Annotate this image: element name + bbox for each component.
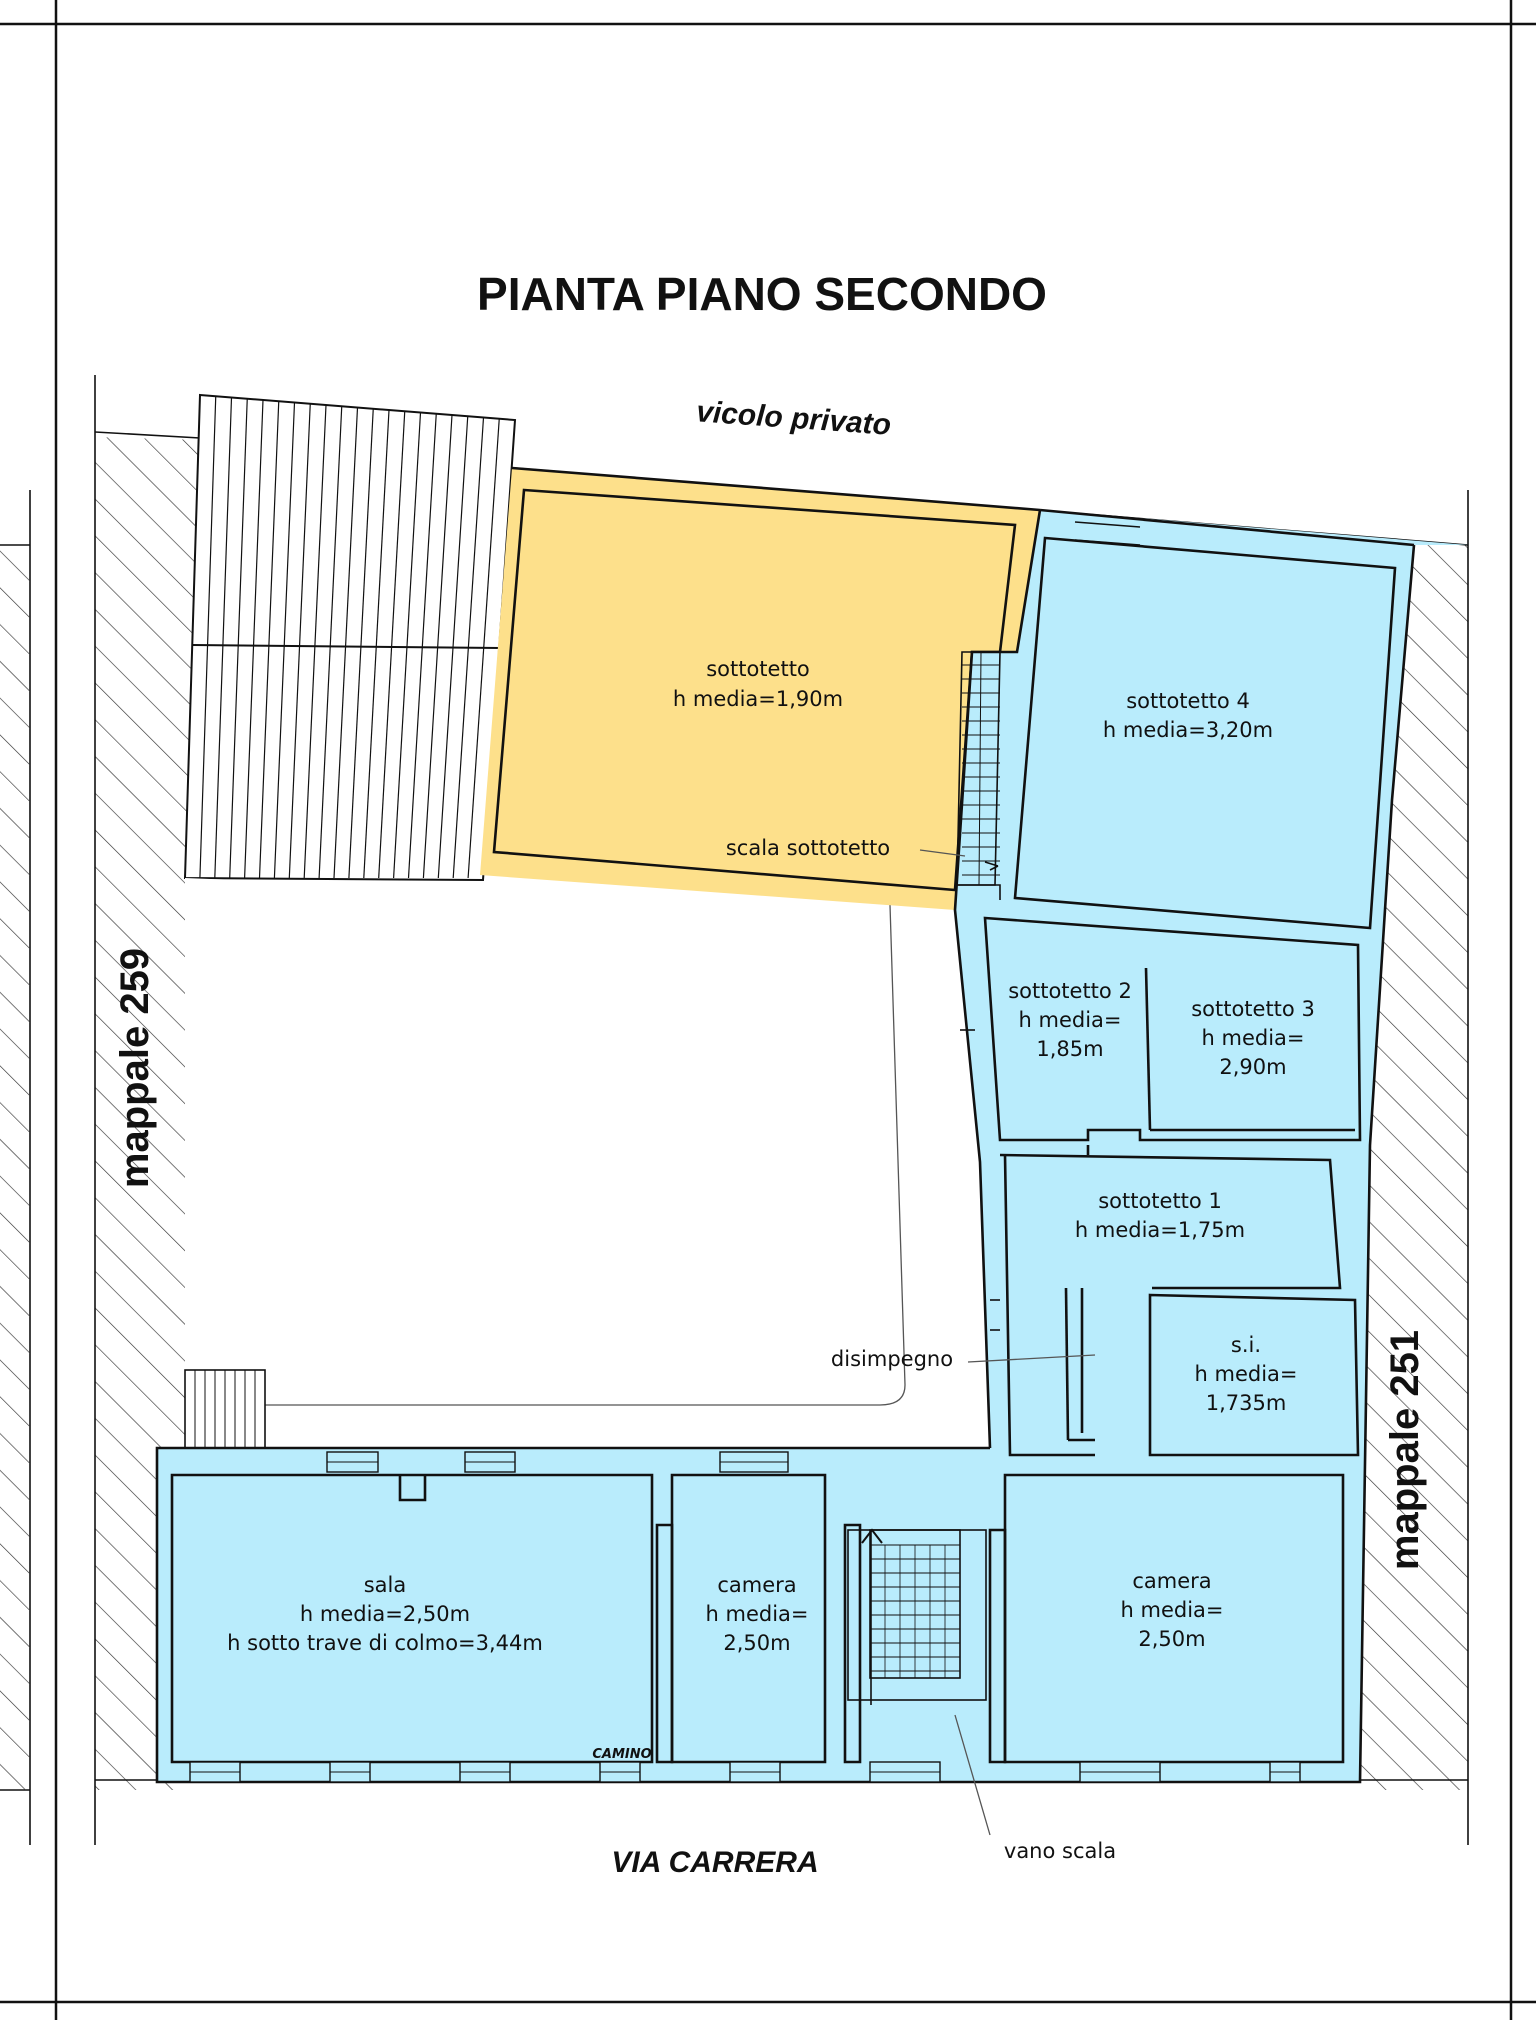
room-height: h media=: [1202, 1026, 1305, 1050]
labels: PIANTA PIANO SECONDO vicolo privato VIA …: [113, 268, 1427, 1879]
label-vano-scala: vano scala: [1004, 1839, 1116, 1863]
courtyard: [185, 878, 990, 1448]
room-name: sala: [364, 1573, 407, 1597]
courtyard-line: [265, 904, 906, 1406]
parcel-right-label: mappale 251: [1383, 1330, 1427, 1570]
room-height: h media=: [706, 1602, 809, 1626]
building: [155, 466, 1468, 1784]
north-windows: [326, 1451, 789, 1473]
leaders: [919, 849, 1096, 1836]
room-name: camera: [1132, 1569, 1211, 1593]
parcel-left-label: mappale 259: [113, 948, 157, 1188]
main-stair: [847, 1528, 987, 1705]
room-height: 1,85m: [1036, 1037, 1103, 1061]
room-name: sottotetto 3: [1191, 997, 1315, 1021]
arrow-head-icon: [984, 861, 999, 871]
room-ridge-height: h sotto trave di colmo=3,44m: [227, 1631, 543, 1655]
drawing-title: PIANTA PIANO SECONDO: [477, 268, 1047, 320]
room-height: h media=3,20m: [1103, 718, 1273, 742]
room-name: sottotetto: [706, 657, 810, 681]
room-height: 2,50m: [1138, 1627, 1205, 1651]
south-street-label: VIA CARRERA: [611, 1846, 818, 1879]
label-scala-sottotetto: scala sottotetto: [726, 836, 890, 860]
room-height: 1,735m: [1206, 1391, 1287, 1415]
room-height: h media=: [1195, 1362, 1298, 1386]
room-name: camera: [717, 1573, 796, 1597]
room-name: sottotetto 2: [1008, 979, 1132, 1003]
room-name: sottotetto 1: [1098, 1189, 1222, 1213]
striped-roof: [183, 393, 517, 882]
south-windows: [189, 1761, 1301, 1783]
label-camino: CAMINO: [592, 1747, 651, 1762]
room-height: 2,50m: [723, 1631, 790, 1655]
room-name: s.i.: [1231, 1333, 1261, 1357]
room-height: h media=2,50m: [300, 1602, 470, 1626]
room-height: h media=1,75m: [1075, 1218, 1245, 1242]
room-name: sottotetto 4: [1126, 689, 1250, 713]
room-height: h media=: [1019, 1008, 1122, 1032]
north-street-label: vicolo privato: [695, 395, 892, 442]
room-height: h media=: [1121, 1598, 1224, 1622]
label-disimpegno: disimpegno: [831, 1347, 953, 1371]
attic-stair: [956, 651, 1001, 900]
arrow-head-icon: [861, 1528, 883, 1544]
room-height: 2,90m: [1219, 1055, 1286, 1079]
room-height: h media=1,90m: [673, 687, 843, 711]
room-sottotetto: [480, 468, 1040, 910]
courtyard-steps: [184, 1369, 266, 1451]
